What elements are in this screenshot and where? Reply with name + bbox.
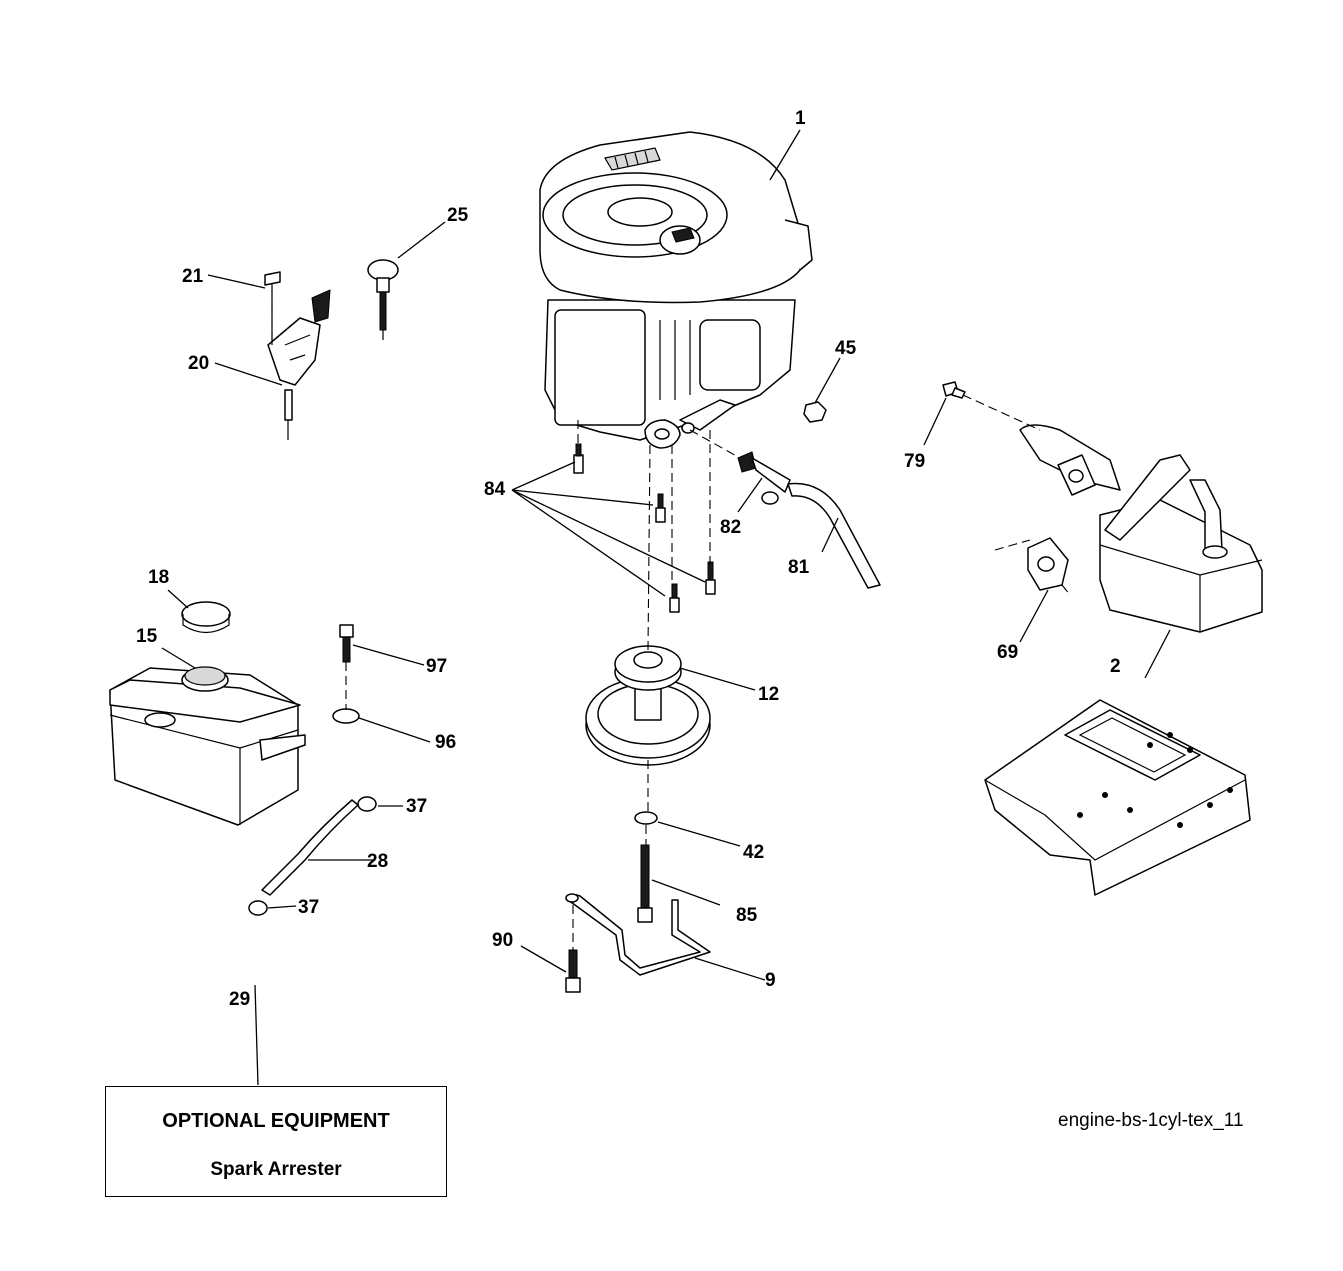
callout-bracket: 9 xyxy=(765,970,776,991)
fuel-line-part xyxy=(261,799,359,896)
callout-muffler-bolt: 79 xyxy=(904,451,925,472)
fuel-cap-part xyxy=(181,601,231,634)
callout-nut: 45 xyxy=(835,338,857,359)
diagram-id-label: engine-bs-1cyl-tex_11 xyxy=(1058,1110,1244,1131)
callout-engine-bolts: 84 xyxy=(484,479,506,500)
muffler-part xyxy=(1019,424,1263,633)
callout-bracket-bolt: 90 xyxy=(492,930,513,951)
callout-tank-bolt: 97 xyxy=(426,656,447,677)
optional-equipment-item: Spark Arrester xyxy=(210,1159,342,1180)
mount-plate-part xyxy=(984,699,1251,896)
pulley-bolt-part xyxy=(637,844,653,923)
bracket-part xyxy=(567,893,711,976)
callout-clamp-upper: 37 xyxy=(406,796,427,817)
dipstick-part xyxy=(367,259,399,340)
nut-part xyxy=(803,401,827,423)
clamp-upper-part xyxy=(357,796,377,812)
drain-hose-part xyxy=(787,482,881,589)
callout-throttle-screw: 21 xyxy=(182,266,204,287)
callout-clamp-lower: 37 xyxy=(298,897,319,918)
pulley-washer-part xyxy=(634,811,658,825)
leader-lines xyxy=(161,129,1171,1086)
callout-pulley-bolt: 85 xyxy=(736,905,758,926)
throttle-control-part xyxy=(264,271,331,440)
callout-pulley: 12 xyxy=(758,684,779,705)
optional-equipment-box: OPTIONAL EQUIPMENT Spark Arrester xyxy=(105,1086,447,1197)
muffler-bolt-part xyxy=(942,381,966,399)
engine-part xyxy=(539,131,813,449)
tank-bolt-part xyxy=(339,624,354,663)
drain-valve-part xyxy=(737,451,791,505)
callout-muffler: 2 xyxy=(1110,656,1121,677)
callout-gasket: 69 xyxy=(997,642,1018,663)
callout-drain-hose: 81 xyxy=(788,557,810,578)
bracket-bolt-part xyxy=(565,949,581,993)
alignment-lines xyxy=(271,290,1071,950)
callout-spark-arrester: 29 xyxy=(229,989,250,1010)
callout-numbers: 1 2 9 12 15 18 20 21 25 28 29 37 37 42 4… xyxy=(136,108,1121,1010)
callout-fuel-cap: 18 xyxy=(148,567,169,588)
callout-drain-valve: 82 xyxy=(720,517,741,538)
clamp-lower-part xyxy=(248,900,268,916)
fuel-tank-part xyxy=(109,666,306,826)
callout-fuel-tank: 15 xyxy=(136,626,158,647)
callout-fuel-line: 28 xyxy=(367,851,388,872)
callout-washer-pulley: 42 xyxy=(743,842,764,863)
engine-bolts-part xyxy=(573,443,716,613)
callout-engine: 1 xyxy=(795,108,806,129)
pulley-part xyxy=(585,645,711,766)
optional-equipment-title: OPTIONAL EQUIPMENT xyxy=(162,1110,390,1132)
tank-washer-part xyxy=(332,708,360,724)
callout-dipstick: 25 xyxy=(447,205,469,226)
callout-throttle-control: 20 xyxy=(188,353,209,374)
callout-washer-tank: 96 xyxy=(435,732,456,753)
